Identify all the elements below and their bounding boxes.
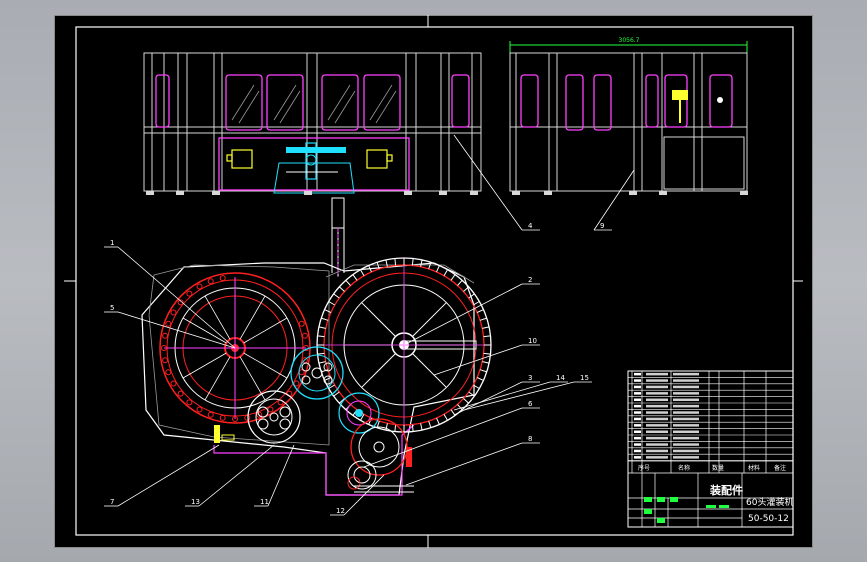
header-col-name: 名称 (678, 464, 690, 472)
front-elevation-view: 3056.7 (143, 37, 748, 195)
callout-10: 10 (433, 337, 540, 376)
callout-label: 3 (528, 374, 532, 382)
top-plan-view (141, 197, 492, 496)
callout-6: 6 (363, 400, 540, 468)
header-col-no: 序号 (638, 464, 650, 472)
callout-label: 5 (110, 304, 114, 312)
callout-2: 2 (403, 276, 540, 346)
central-drive (273, 142, 355, 194)
header-col-qty: 数量 (712, 464, 724, 472)
callout-14: 14 (453, 374, 568, 411)
header-col-material: 材料 (748, 464, 760, 472)
callout-label: 8 (528, 435, 532, 443)
callout-label: 15 (580, 374, 589, 382)
callout-label: 4 (528, 222, 533, 230)
callout-label: 7 (110, 498, 114, 506)
callout-label: 6 (528, 400, 533, 408)
window-hatching (231, 84, 397, 124)
drawing-number: 50-50-12 (748, 514, 789, 524)
centering-marks (64, 15, 803, 548)
outfeed-conveyor (214, 425, 414, 493)
callout-12: 12 (330, 474, 385, 516)
assembly-label: 装配件 (709, 483, 743, 497)
motor-units (226, 149, 393, 169)
drawing-frame (75, 26, 794, 536)
callout-label: 10 (528, 337, 537, 345)
right-pump (672, 90, 723, 123)
callout-label: 13 (191, 498, 200, 506)
left-windows (155, 74, 470, 191)
dimension-label: 3056.7 (619, 37, 640, 44)
callout-9: 9 (593, 169, 635, 231)
sheet-border (54, 15, 813, 548)
right-windows (520, 74, 733, 131)
title-block: 序号 名称 数量 材料 备注 装配件 60头灌装机 50-50-12 (627, 370, 794, 528)
product-name: 60头灌装机 (746, 496, 793, 508)
cad-drawing: 3056.7 (54, 15, 813, 548)
callout-label: 12 (336, 507, 345, 515)
filler-valves (317, 258, 491, 432)
machine-housing-outline (141, 262, 475, 496)
callout-4: 4 (453, 134, 540, 231)
callout-label: 14 (556, 374, 565, 382)
callout-13: 13 (185, 444, 275, 507)
callout-8: 8 (405, 435, 540, 486)
cad-drawing-viewport[interactable]: 3056.7 (54, 15, 813, 548)
callout-5: 5 (104, 304, 236, 349)
callout-15: 15 (463, 374, 592, 411)
header-col-remark: 备注 (774, 464, 786, 472)
callout-label: 2 (528, 276, 532, 284)
machine-feet (146, 191, 478, 195)
callout-label: 9 (600, 222, 604, 230)
callout-1: 1 (104, 239, 236, 349)
callout-11: 11 (254, 444, 295, 507)
callout-7: 7 (104, 444, 220, 507)
callout-label: 11 (260, 498, 269, 506)
callout-label: 1 (110, 239, 114, 247)
